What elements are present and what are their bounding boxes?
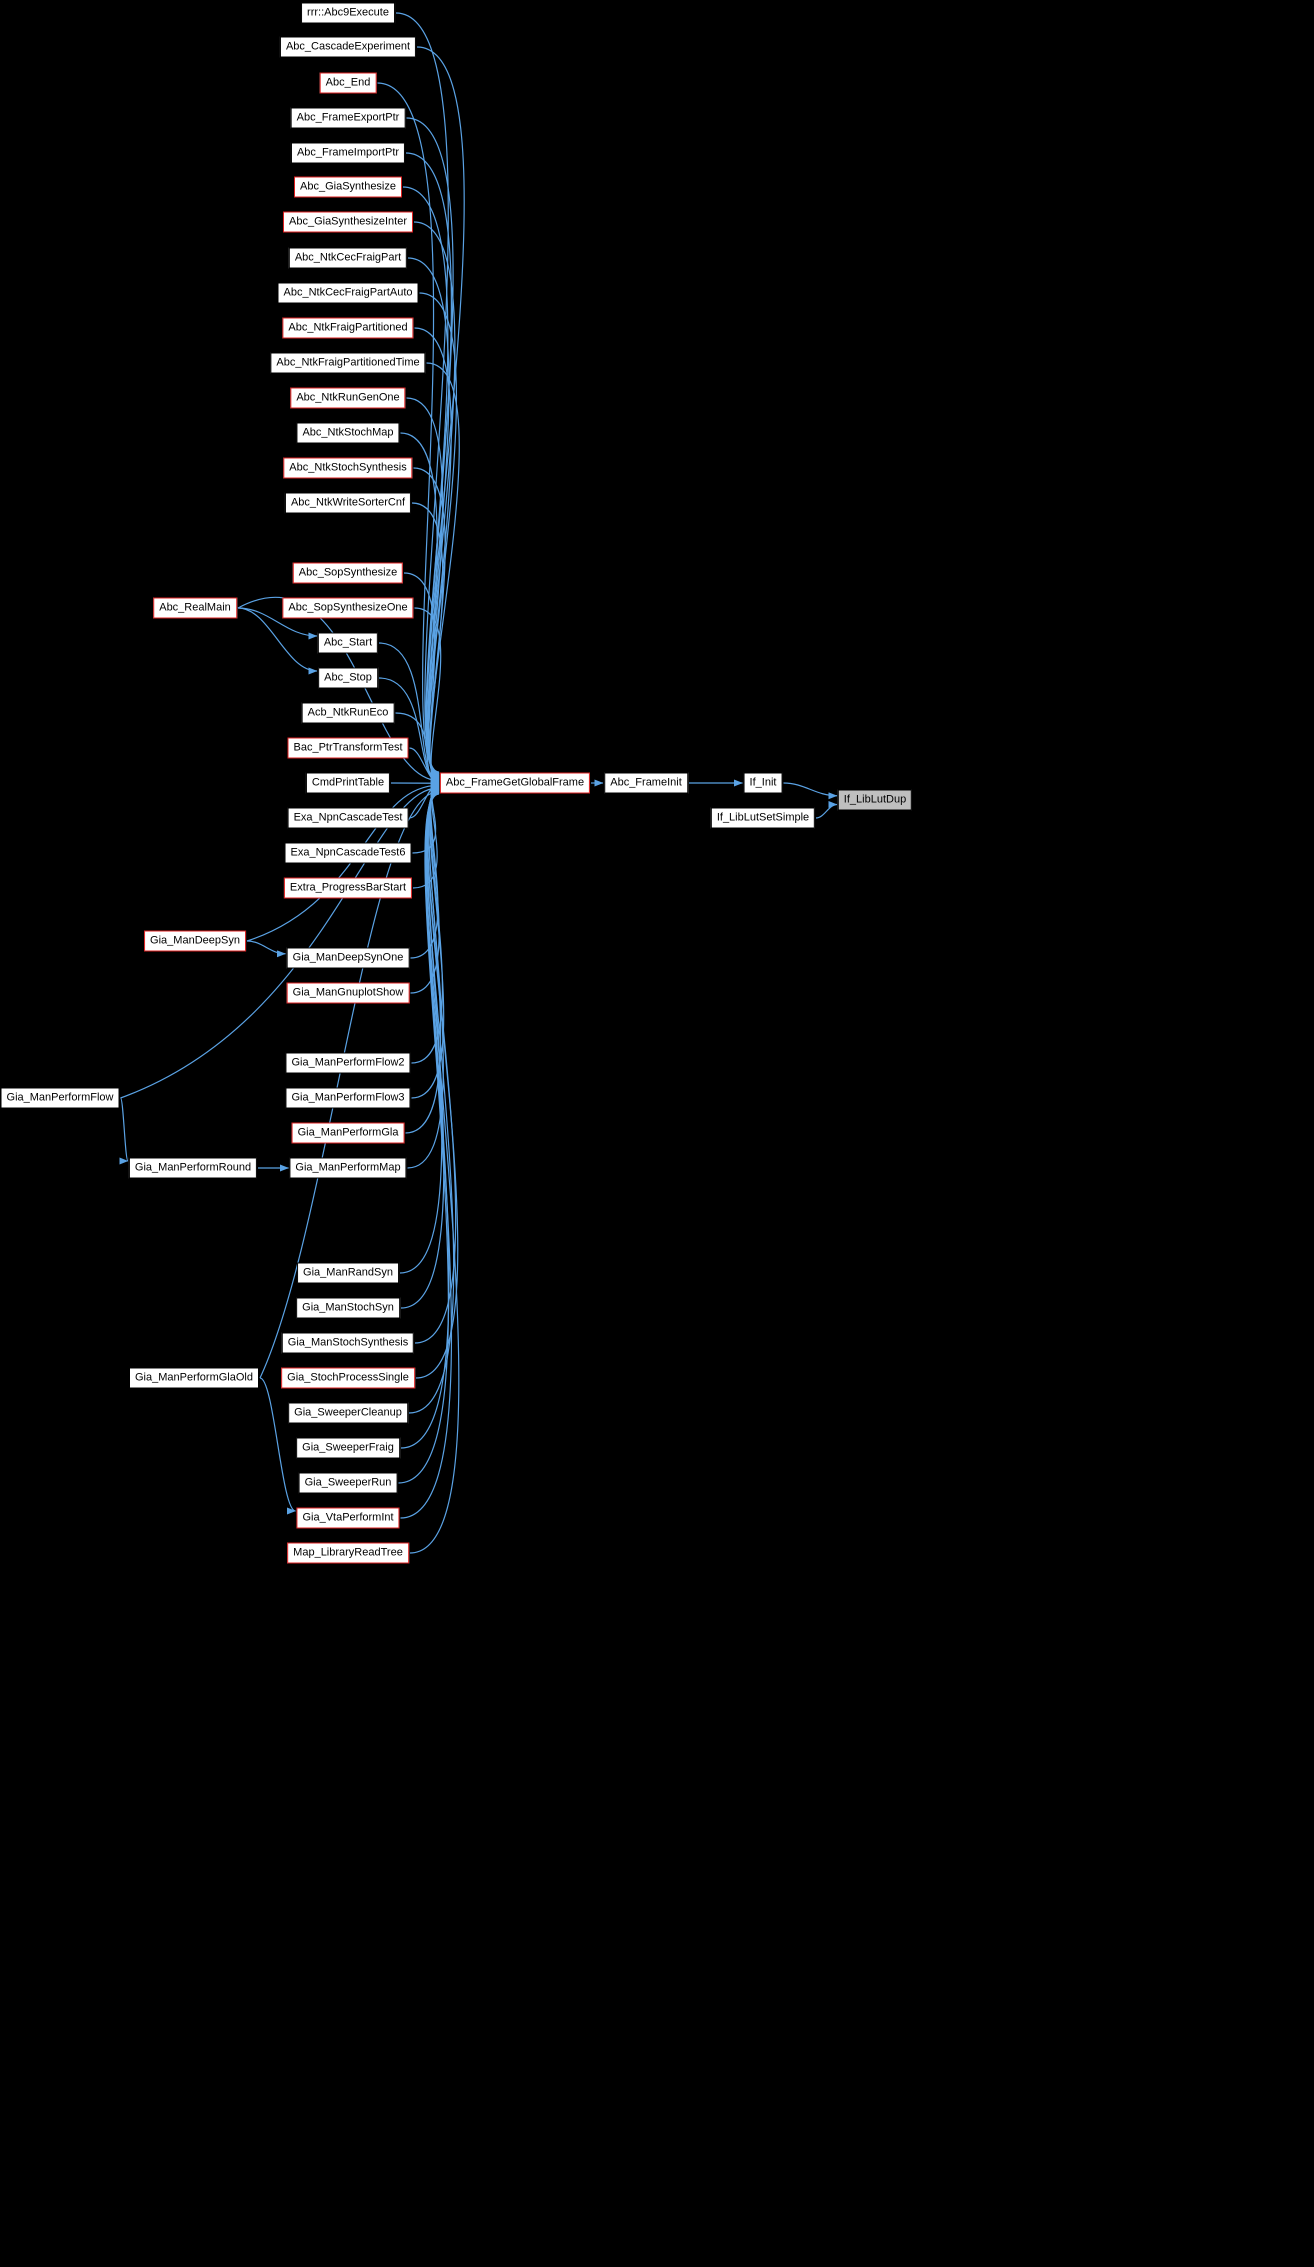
node-abc-ntkcecfraigpart[interactable]: Abc_NtkCecFraigPart bbox=[288, 247, 408, 269]
node-abc-ntkstochsynthesis[interactable]: Abc_NtkStochSynthesis bbox=[283, 457, 413, 479]
edge-Gia_ManPerformGlaOld-to-Abc_FrameGetGlobalFrame bbox=[259, 787, 440, 1379]
node-abc-start[interactable]: Abc_Start bbox=[317, 632, 379, 654]
edge-Abc_RealMain-to-Abc_Stop bbox=[237, 607, 318, 675]
node-gia-sweeperfraig[interactable]: Gia_SweeperFraig bbox=[296, 1437, 400, 1459]
node-bac-ptrtransformtest[interactable]: Bac_PtrTransformTest bbox=[287, 737, 409, 759]
node-gia-stochprocesssingle[interactable]: Gia_StochProcessSingle bbox=[281, 1367, 415, 1389]
node-gia-manperformflow[interactable]: Gia_ManPerformFlow bbox=[0, 1087, 120, 1109]
node-abc-ntkfraigpartitioned[interactable]: Abc_NtkFraigPartitioned bbox=[282, 317, 414, 339]
edge-Gia_VtaPerformInt-to-Abc_FrameGetGlobalFrame bbox=[400, 790, 453, 1519]
node-gia-sweeperrun[interactable]: Gia_SweeperRun bbox=[298, 1472, 398, 1494]
edge-Gia_ManPerformGla-to-Abc_FrameGetGlobalFrame bbox=[405, 784, 442, 1134]
node-abc-ntkstochmap[interactable]: Abc_NtkStochMap bbox=[296, 422, 400, 444]
node-if-liblutdup: If_LibLutDup bbox=[837, 789, 913, 811]
node-gia-manperformmap[interactable]: Gia_ManPerformMap bbox=[289, 1157, 407, 1179]
node-if-init[interactable]: If_Init bbox=[743, 772, 783, 794]
node-cmdprinttable[interactable]: CmdPrintTable bbox=[305, 772, 391, 794]
edge-Abc_RealMain-to-Abc_Start bbox=[237, 607, 318, 640]
node-gia-manperformflow2[interactable]: Gia_ManPerformFlow2 bbox=[285, 1052, 411, 1074]
node-gia-sweepercleanup[interactable]: Gia_SweeperCleanup bbox=[288, 1402, 408, 1424]
edge-If_LibLutSetSimple-to-If_LibLutDup bbox=[815, 801, 838, 819]
node-gia-manperformround[interactable]: Gia_ManPerformRound bbox=[128, 1157, 258, 1179]
node-exa-npncascadetest[interactable]: Exa_NpnCascadeTest bbox=[287, 807, 409, 829]
node-if-liblutsetsimple[interactable]: If_LibLutSetSimple bbox=[710, 807, 816, 829]
edge-Gia_ManDeepSyn-to-Gia_ManDeepSynOne bbox=[246, 940, 286, 958]
node-abc-ntkwritesortercnf[interactable]: Abc_NtkWriteSorterCnf bbox=[284, 492, 412, 514]
node-gia-manstochsyn[interactable]: Gia_ManStochSyn bbox=[296, 1297, 400, 1319]
node-gia-vtaperformint[interactable]: Gia_VtaPerformInt bbox=[296, 1507, 400, 1529]
edge-Abc_FrameImportPtr-to-Abc_FrameGetGlobalFrame bbox=[405, 152, 452, 778]
node-abc-realmain[interactable]: Abc_RealMain bbox=[153, 597, 237, 619]
node-gia-manstochsynthesis[interactable]: Gia_ManStochSynthesis bbox=[281, 1332, 415, 1354]
node-rrr-abc9execute[interactable]: rrr::Abc9Execute bbox=[301, 2, 395, 24]
edge-Gia_ManPerformFlow-to-Abc_FrameGetGlobalFrame bbox=[120, 784, 440, 1099]
node-abc-frameinit[interactable]: Abc_FrameInit bbox=[604, 772, 688, 794]
node-abc-cascadeexperiment[interactable]: Abc_CascadeExperiment bbox=[279, 36, 417, 58]
node-abc-framegetglobalframe[interactable]: Abc_FrameGetGlobalFrame bbox=[439, 772, 591, 794]
node-abc-stop[interactable]: Abc_Stop bbox=[318, 667, 378, 689]
node-abc-sopsynthesizeone[interactable]: Abc_SopSynthesizeOne bbox=[282, 597, 414, 619]
edge-Abc_End-to-Abc_FrameGetGlobalFrame bbox=[377, 82, 440, 777]
node-abc-ntkfraigpartitionedtime[interactable]: Abc_NtkFraigPartitionedTime bbox=[270, 352, 426, 374]
edge-Gia_ManPerformGlaOld-to-Gia_VtaPerformInt bbox=[259, 1377, 296, 1515]
node-gia-mandeepsynone[interactable]: Gia_ManDeepSynOne bbox=[286, 947, 410, 969]
node-abc-sopsynthesize[interactable]: Abc_SopSynthesize bbox=[292, 562, 404, 584]
edge-Map_LibraryReadTree-to-Abc_FrameGetGlobalFrame bbox=[409, 790, 460, 1554]
node-acb-ntkruneco[interactable]: Acb_NtkRunEco bbox=[301, 702, 395, 724]
node-gia-manrandsyn[interactable]: Gia_ManRandSyn bbox=[297, 1262, 399, 1284]
node-abc-end[interactable]: Abc_End bbox=[319, 72, 377, 94]
node-gia-manperformgla[interactable]: Gia_ManPerformGla bbox=[291, 1122, 405, 1144]
node-gia-manperformflow3[interactable]: Gia_ManPerformFlow3 bbox=[285, 1087, 411, 1109]
node-abc-frameimportptr[interactable]: Abc_FrameImportPtr bbox=[290, 142, 406, 164]
node-abc-giasynthesize[interactable]: Abc_GiaSynthesize bbox=[294, 176, 402, 198]
node-abc-giasynthesizeinter[interactable]: Abc_GiaSynthesizeInter bbox=[282, 211, 414, 233]
node-exa-npncascadetest6[interactable]: Exa_NpnCascadeTest6 bbox=[284, 842, 412, 864]
node-abc-ntkcecfraigpartauto[interactable]: Abc_NtkCecFraigPartAuto bbox=[277, 282, 419, 304]
node-gia-mandeepsyn[interactable]: Gia_ManDeepSyn bbox=[144, 930, 246, 952]
node-gia-manperformglaold[interactable]: Gia_ManPerformGlaOld bbox=[129, 1367, 259, 1389]
edge-Gia_ManPerformFlow-to-Gia_ManPerformRound bbox=[119, 1097, 129, 1165]
node-extra-progressbarstart[interactable]: Extra_ProgressBarStart bbox=[283, 877, 413, 899]
node-map-libraryreadtree[interactable]: Map_LibraryReadTree bbox=[287, 1542, 409, 1564]
node-abc-ntkrungenone[interactable]: Abc_NtkRunGenOne bbox=[290, 387, 406, 409]
edge-If_Init-to-If_LibLutDup bbox=[783, 782, 838, 800]
node-abc-frameexportptr[interactable]: Abc_FrameExportPtr bbox=[290, 107, 406, 129]
edge-Abc_Start-to-Abc_FrameGetGlobalFrame bbox=[378, 642, 440, 785]
node-gia-mangnuplotshow[interactable]: Gia_ManGnuplotShow bbox=[286, 982, 410, 1004]
edge-Abc_SopSynthesizeOne-to-Abc_FrameGetGlobalFrame bbox=[414, 607, 442, 784]
